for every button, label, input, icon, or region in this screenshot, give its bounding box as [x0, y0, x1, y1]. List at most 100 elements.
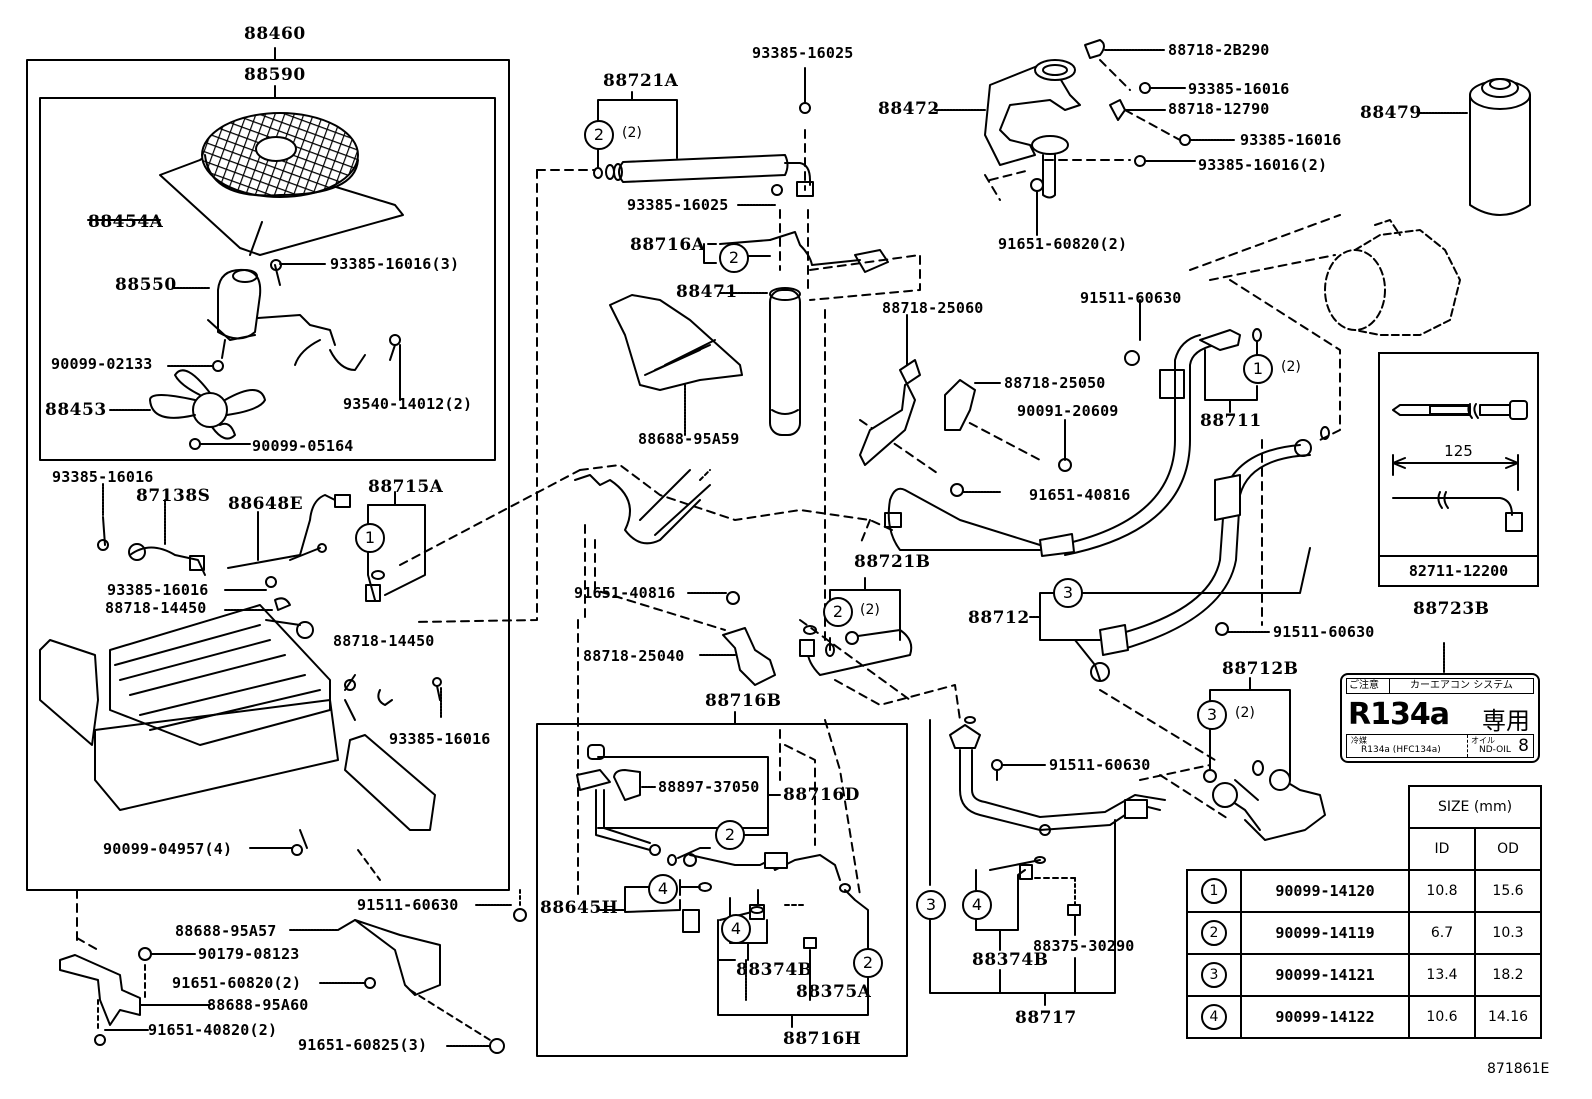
- label-93385-16016-e: 93385-16016: [1240, 131, 1342, 149]
- callout-1: 1: [1243, 354, 1273, 384]
- caution-footer: 冷媒 R134a (HFC134a) オイル ND-OIL 8: [1346, 734, 1534, 758]
- row-id: 10.6: [1408, 995, 1476, 1039]
- label-91651-60820-2a: 91651-60820(2): [172, 974, 302, 992]
- label-93385-16016-c: 93385-16016: [389, 730, 491, 748]
- col-od-header: OD: [1474, 827, 1542, 871]
- center-parts-drawing: [687, 577, 913, 686]
- caution-word: ご注意: [1349, 680, 1379, 691]
- label-88715A: 88715A: [368, 477, 444, 497]
- row-index: 3: [1201, 962, 1227, 988]
- receiver-dryer-drawing: [574, 67, 889, 545]
- label-88688-95A57: 88688-95A57: [175, 922, 277, 940]
- refrigerant-caution-label: ご注意 カーエアコン システム R134a 専用 冷媒 R134a (HFC13…: [1340, 673, 1540, 763]
- label-88718-25040: 88718-25040: [583, 647, 685, 665]
- label-93385-16016-3: 93385-16016(3): [330, 255, 460, 273]
- oil-number: 8: [1518, 736, 1529, 756]
- label-88721B: 88721B: [854, 552, 931, 572]
- label-93385-16025-b: 93385-16025: [627, 196, 729, 214]
- row-index: 4: [1201, 1004, 1227, 1030]
- label-88723B: 88723B: [1413, 599, 1490, 619]
- label-88718-25060: 88718-25060: [882, 299, 984, 317]
- label-93385-16016-d: 93385-16016: [1188, 80, 1290, 98]
- label-88716B: 88716B: [705, 691, 782, 711]
- refrigerant-detail: R134a (HFC134a): [1361, 745, 1441, 755]
- label-88688-95A60: 88688-95A60: [207, 996, 309, 1014]
- callout-2: 2: [715, 820, 745, 850]
- label-91651-40816-b: 91651-40816: [1029, 486, 1131, 504]
- table-row: 1 90099-14120 10.8 15.6: [1186, 869, 1542, 913]
- label-91651-60825-3: 91651-60825(3): [298, 1036, 428, 1054]
- assembly-frame-88716B: [536, 723, 908, 1057]
- callout-3: 3: [1053, 578, 1083, 608]
- quantity-note: (2): [860, 602, 880, 618]
- system-name: カーエアコン システム: [1389, 679, 1533, 693]
- label-88718-12790: 88718-12790: [1168, 100, 1270, 118]
- row-part-no: 90099-14119: [1240, 911, 1410, 955]
- row-part-no: 90099-14121: [1240, 953, 1410, 997]
- label-90099-05164: 90099-05164: [252, 437, 354, 455]
- dimension-label: 125: [1444, 442, 1473, 460]
- label-91511-60630-d: 91511-60630: [1049, 756, 1151, 774]
- row-index: 2: [1201, 920, 1227, 946]
- caution-header: ご注意 カーエアコン システム: [1346, 678, 1534, 694]
- callout-2: 2: [823, 597, 853, 627]
- suction-tube-drawing: [929, 716, 1166, 1006]
- pressure-switch-line-drawing: [576, 744, 869, 1028]
- table-row: 2 90099-14119 6.7 10.3: [1186, 911, 1542, 955]
- figure-code: 871861E: [1487, 1061, 1550, 1077]
- oil-detail: ND-OIL: [1479, 745, 1511, 755]
- label-88716D: 88716D: [783, 785, 860, 805]
- refrigerant-type: R134a: [1348, 697, 1450, 732]
- label-88716A: 88716A: [630, 235, 706, 255]
- fan-blade-drawing: [109, 360, 266, 450]
- size-header: SIZE (mm): [1408, 785, 1542, 829]
- label-93385-16025-a: 93385-16025: [752, 44, 854, 62]
- label-88711: 88711: [1200, 411, 1262, 431]
- label-90179-08123: 90179-08123: [198, 945, 300, 963]
- oil-caption: オイル: [1471, 736, 1495, 745]
- label-88375-30290: 88375-30290: [1033, 937, 1135, 955]
- table-row: 3 90099-14121 13.4 18.2: [1186, 953, 1542, 997]
- fan-motor-drawing: [173, 259, 401, 401]
- label-90099-02133: 90099-02133: [51, 355, 153, 373]
- label-88716H: 88716H: [783, 1029, 862, 1049]
- callout-2: 2: [584, 120, 614, 150]
- cable-tie-drawing: [1392, 400, 1528, 532]
- label-88374B-a: 88374B: [736, 960, 813, 980]
- label-88688-95A59: 88688-95A59: [638, 430, 740, 448]
- col-id-header: ID: [1408, 827, 1476, 871]
- assembly-frame-88590: [39, 97, 496, 461]
- quantity-note: (2): [622, 125, 642, 141]
- label-88897-37050: 88897-37050: [658, 778, 760, 796]
- label-93385-16016-2: 93385-16016(2): [1198, 156, 1328, 174]
- label-88472: 88472: [878, 99, 940, 119]
- callout-4: 4: [721, 914, 751, 944]
- row-id: 6.7: [1408, 911, 1476, 955]
- label-88645H: 88645H: [540, 898, 619, 918]
- label-88721A: 88721A: [603, 71, 679, 91]
- label-82711-12200: 82711-12200: [1380, 555, 1537, 585]
- cable-tie-inset: 125 82711-12200: [1378, 352, 1539, 587]
- row-od: 10.3: [1474, 911, 1542, 955]
- label-88375A: 88375A: [796, 982, 872, 1002]
- discharge-suction-hoses-drawing: [884, 299, 1330, 841]
- compressor-phantom-drawing: [1324, 219, 1461, 336]
- label-91511-60630-b: 91511-60630: [1080, 289, 1182, 307]
- callout-3: 3: [1197, 700, 1227, 730]
- label-88712: 88712: [968, 608, 1030, 628]
- label-91651-40816-a: 91651-40816: [574, 584, 676, 602]
- label-87138S: 87138S: [136, 486, 211, 506]
- label-91651-40820-2: 91651-40820(2): [148, 1021, 278, 1039]
- label-90091-20609: 90091-20609: [1017, 402, 1119, 420]
- label-91511-60630-c: 91511-60630: [1273, 623, 1375, 641]
- label-88550: 88550: [115, 275, 177, 295]
- oil-can-drawing: [1419, 78, 1531, 216]
- label-88471: 88471: [676, 282, 738, 302]
- label-91511-60630-a: 91511-60630: [357, 896, 459, 914]
- label-88718-25050: 88718-25050: [1004, 374, 1106, 392]
- label-88479: 88479: [1360, 103, 1422, 123]
- label-88712B: 88712B: [1222, 659, 1299, 679]
- hose-brackets-drawing: [859, 314, 1072, 497]
- row-id: 10.8: [1408, 869, 1476, 913]
